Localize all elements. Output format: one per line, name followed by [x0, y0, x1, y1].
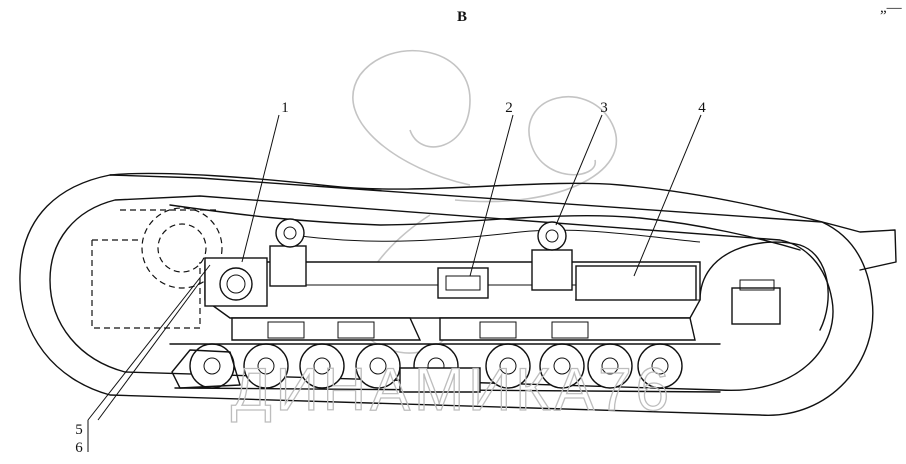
plate-window-1: [267, 321, 305, 339]
plate-window-3: [479, 321, 517, 339]
callout-4: 4: [698, 100, 706, 116]
carrier-bracket-left: [269, 245, 307, 287]
tensioner-cylinder: [219, 267, 253, 301]
guard-plate-inner: [445, 275, 481, 291]
upper-track-inner: [169, 204, 801, 251]
lower-frame-plate-right: [439, 317, 696, 341]
idler-wheel: [141, 207, 223, 289]
carrier-bracket-right: [531, 249, 573, 291]
frame-outline-dashed: [91, 209, 220, 329]
callout-6: 6: [75, 440, 83, 456]
idler-wheel-inner: [157, 223, 207, 273]
carrier-roller-right: [537, 221, 567, 251]
lower-frame-plate-left: [231, 317, 422, 341]
carrier-roller-left-hub: [283, 226, 297, 240]
callout-3: 3: [600, 100, 608, 116]
final-drive-bracket-top: [739, 279, 775, 291]
carrier-roller-left: [275, 218, 305, 248]
plate-window-4: [551, 321, 589, 339]
tensioner-cylinder-inner: [226, 274, 246, 294]
track-chain-inner: [49, 195, 834, 391]
callout-1: 1: [281, 100, 289, 116]
front-guard: [171, 349, 241, 389]
watermark-text: ДИНАМИКА76: [231, 356, 673, 423]
track-chain-outer: [19, 174, 874, 416]
plate-window-2: [337, 321, 375, 339]
drive-sprocket: [699, 241, 829, 331]
corner-mark: „—: [880, 0, 903, 16]
upper-track-wave: [299, 229, 701, 243]
callout-5: 5: [75, 422, 83, 438]
rock-guard: [399, 367, 481, 393]
leader-lines: [87, 114, 702, 452]
carrier-roller-right-hub: [545, 229, 559, 243]
final-drive-bracket: [731, 287, 781, 325]
callout-2: 2: [505, 100, 513, 116]
upper-track-run: [109, 172, 897, 271]
view-label: В: [457, 9, 467, 25]
